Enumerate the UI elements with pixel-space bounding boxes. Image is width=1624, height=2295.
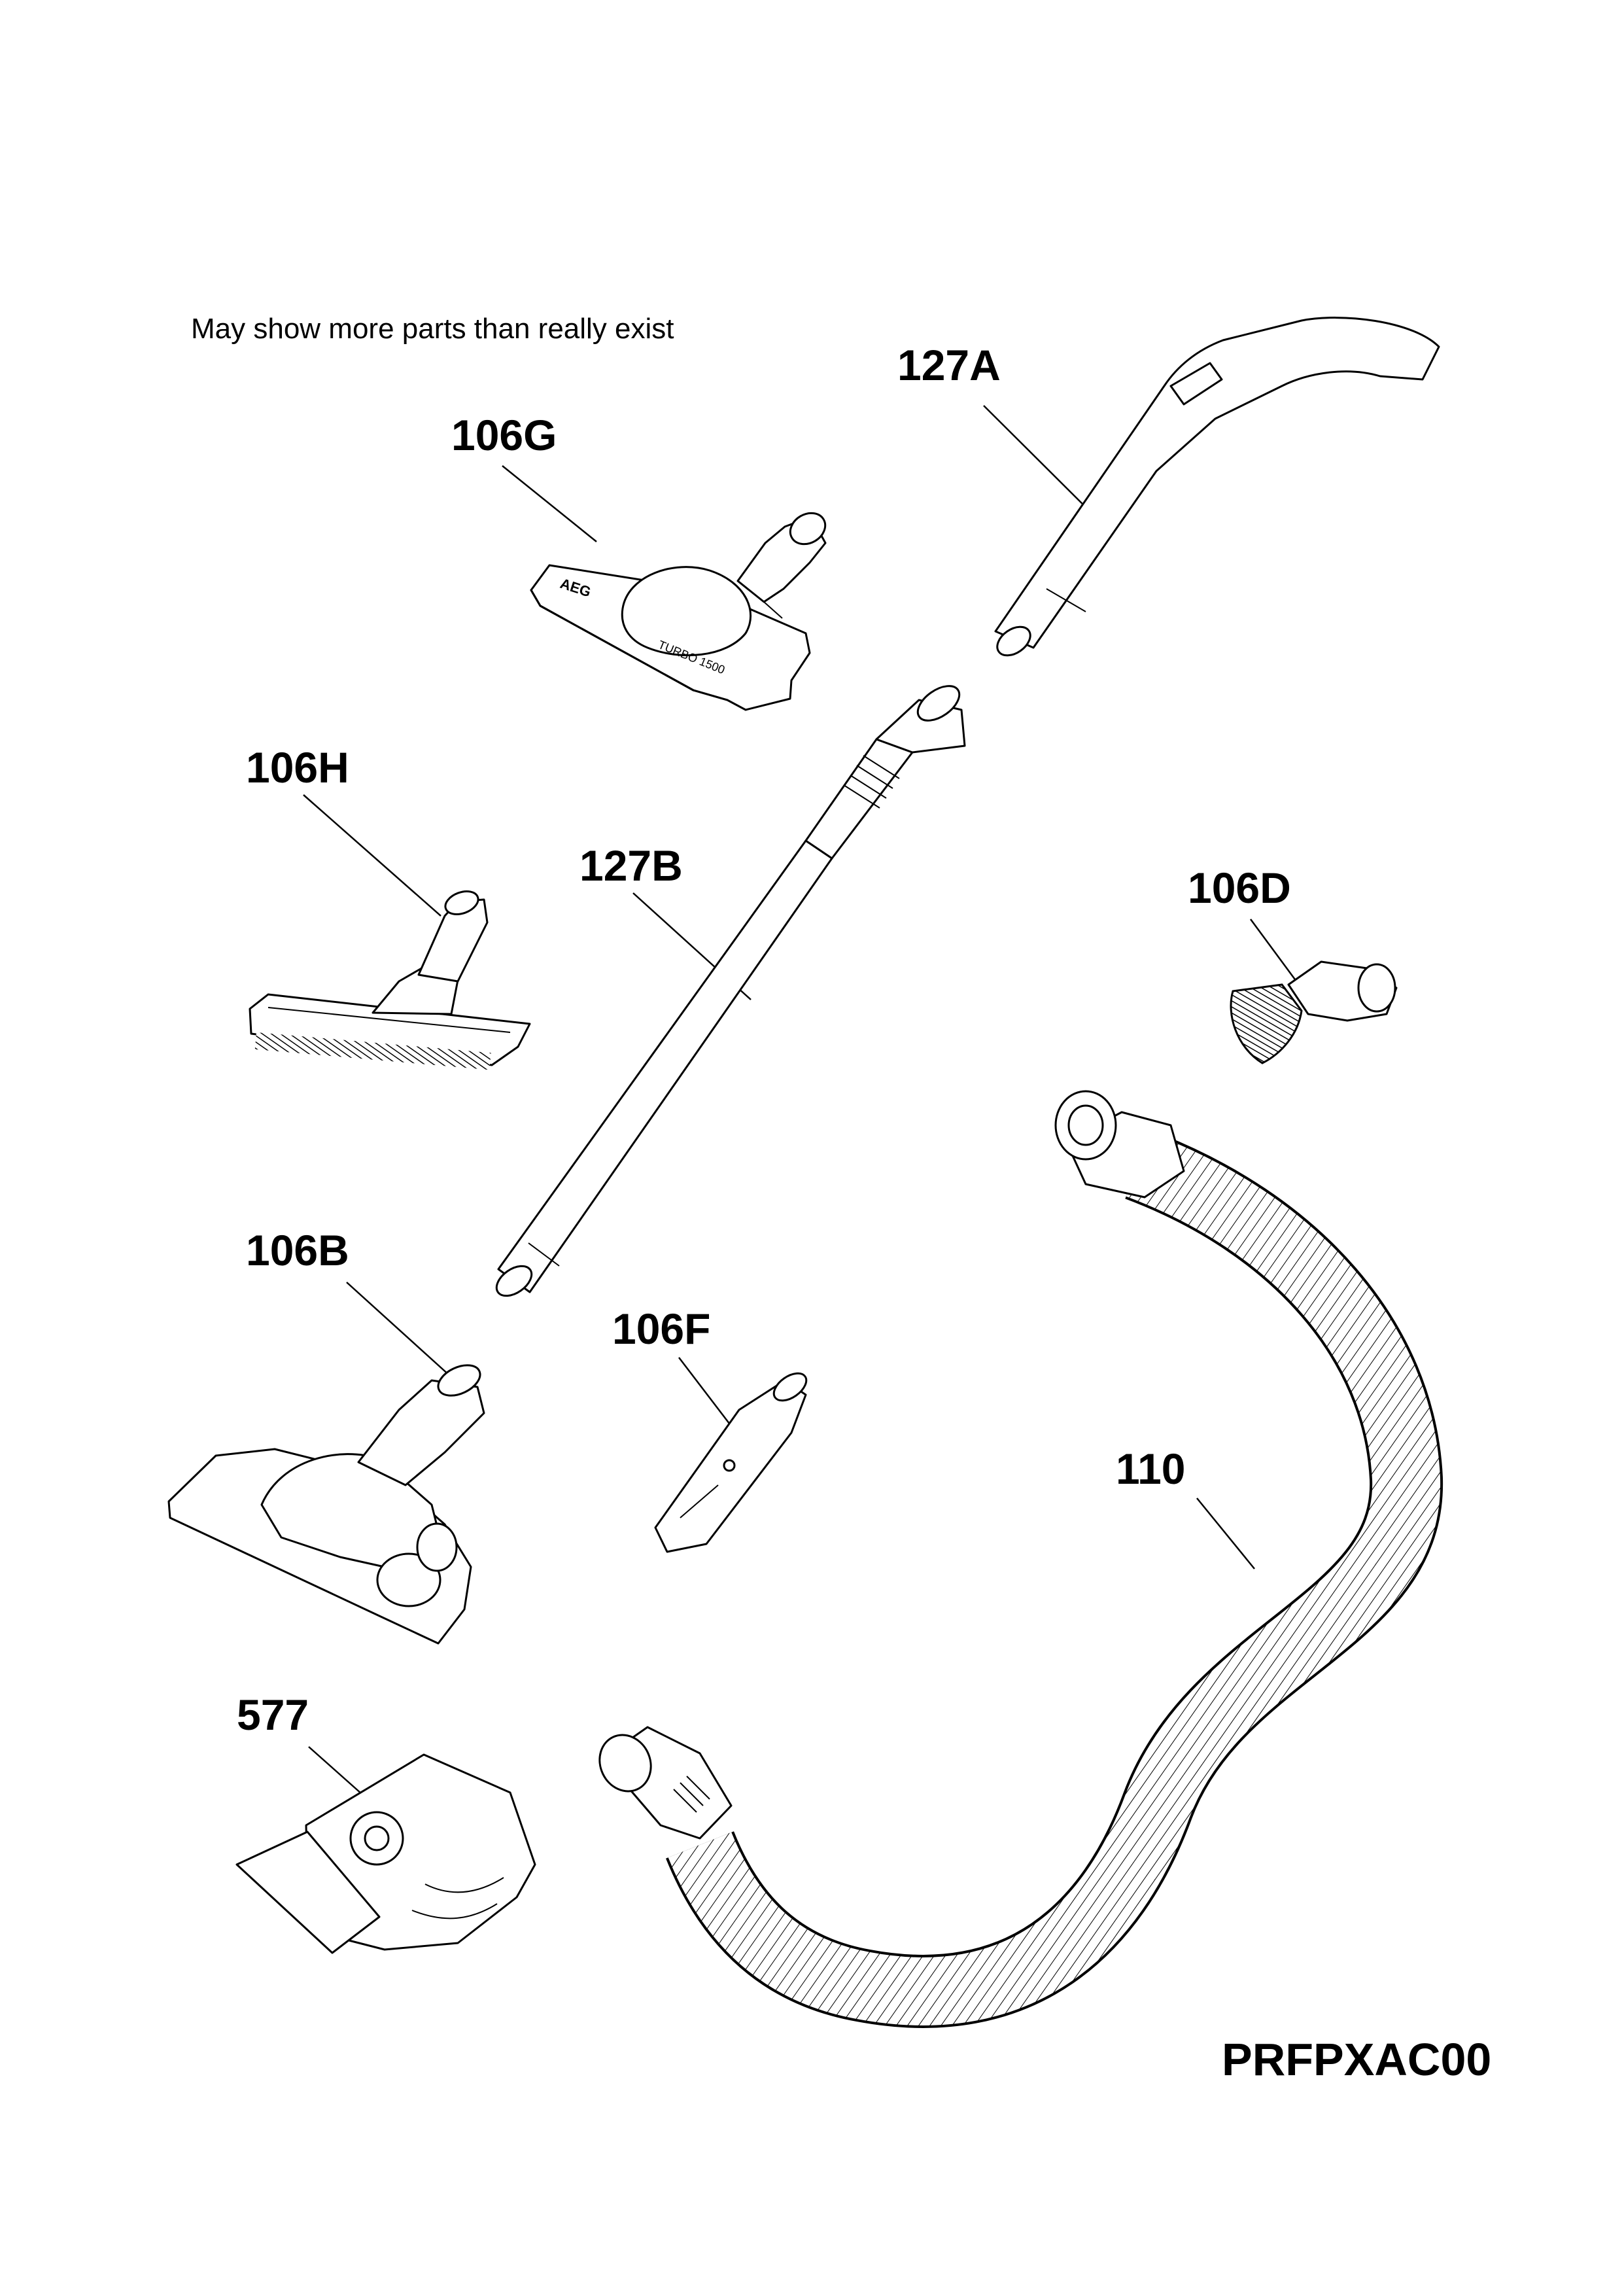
- part-label-106h: 106H: [246, 743, 349, 792]
- dusting-brush-icon: [1230, 960, 1398, 1064]
- hose-handle-icon: [994, 317, 1440, 657]
- telescopic-tube-icon: [495, 685, 966, 1297]
- part-label-106f: 106F: [612, 1305, 711, 1353]
- part-label-110: 110: [1116, 1445, 1186, 1493]
- turbo-nozzle-icon: AEG TURBO 1500: [530, 512, 827, 711]
- part-label-127b: 127B: [579, 841, 683, 890]
- part-label-127a: 127A: [897, 341, 1001, 389]
- dust-bag-icon: [235, 1753, 536, 1954]
- parquet-nozzle-icon: [249, 890, 531, 1070]
- disclaimer-note: May show more parts than really exist: [191, 313, 674, 345]
- hose-icon: [598, 1090, 1443, 2028]
- crevice-tool-icon: [654, 1372, 808, 1553]
- part-label-106d: 106D: [1188, 864, 1291, 912]
- part-label-577: 577: [237, 1691, 309, 1739]
- part-label-106b: 106B: [246, 1226, 349, 1274]
- floor-nozzle-icon: [167, 1364, 485, 1645]
- diagram-code: PRFPXAC00: [1222, 2034, 1492, 2085]
- part-label-106g: 106G: [451, 411, 557, 459]
